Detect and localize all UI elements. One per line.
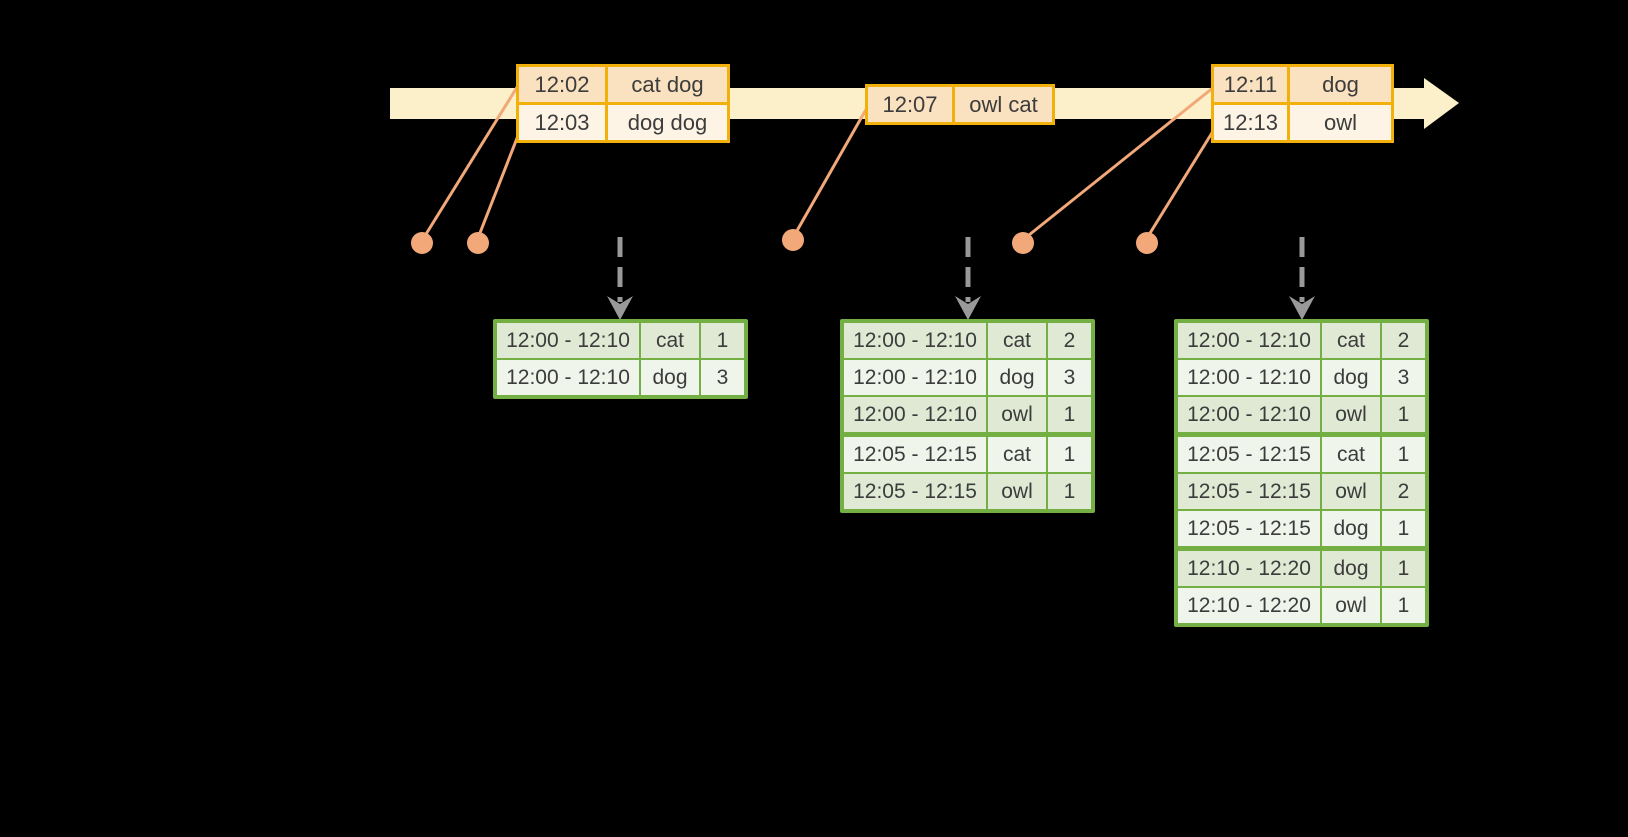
word-cell: cat: [986, 437, 1046, 472]
event-marker-dot: [467, 232, 489, 254]
word-cell: owl: [1320, 474, 1380, 509]
window-cell: 12:00 - 12:10: [497, 323, 639, 358]
window-cell: 12:00 - 12:10: [844, 360, 986, 395]
event-time-cell: 12:07: [868, 87, 952, 122]
window-cell: 12:00 - 12:10: [844, 397, 986, 432]
event-row: 12:02 cat dog: [519, 67, 727, 102]
word-cell: cat: [1320, 323, 1380, 358]
event-words-cell: owl: [1287, 105, 1391, 140]
result-row: 12:05 - 12:15 dog 1: [1178, 509, 1425, 546]
event-row: 12:11 dog: [1214, 67, 1391, 102]
count-cell: 2: [1046, 323, 1091, 358]
result-row: 12:00 - 12:10 dog 3: [844, 358, 1091, 395]
event-time-cell: 12:13: [1214, 105, 1287, 140]
window-cell: 12:05 - 12:15: [1178, 437, 1320, 472]
event-words-cell: owl cat: [952, 87, 1052, 122]
event-marker-dot: [411, 232, 433, 254]
word-cell: owl: [1320, 397, 1380, 432]
event-words-cell: dog dog: [605, 105, 727, 140]
result-row: 12:05 - 12:15 owl 1: [844, 472, 1091, 509]
window-cell: 12:05 - 12:15: [844, 437, 986, 472]
window-cell: 12:05 - 12:15: [1178, 511, 1320, 546]
result-row: 12:05 - 12:15 cat 1: [1178, 432, 1425, 472]
result-row: 12:00 - 12:10 cat 1: [497, 323, 744, 358]
window-cell: 12:05 - 12:15: [844, 474, 986, 509]
event-box-3: 12:11 dog 12:13 owl: [1211, 64, 1394, 143]
event-marker-dot: [1012, 232, 1034, 254]
window-cell: 12:10 - 12:20: [1178, 551, 1320, 586]
count-cell: 3: [1046, 360, 1091, 395]
event-connector-line: [476, 127, 523, 239]
result-row: 12:00 - 12:10 cat 2: [1178, 323, 1425, 358]
count-cell: 3: [699, 360, 744, 395]
window-cell: 12:05 - 12:15: [1178, 474, 1320, 509]
word-cell: cat: [1320, 437, 1380, 472]
result-table-2: 12:00 - 12:10 cat 2 12:00 - 12:10 dog 3 …: [840, 319, 1095, 513]
event-connector-line: [792, 105, 870, 237]
result-row: 12:00 - 12:10 dog 3: [497, 358, 744, 395]
count-cell: 1: [1380, 551, 1425, 586]
event-connector-line: [1145, 127, 1217, 239]
event-row: 12:13 owl: [1214, 102, 1391, 140]
event-marker-dot: [1136, 232, 1158, 254]
result-row: 12:05 - 12:15 owl 2: [1178, 472, 1425, 509]
result-table-3: 12:00 - 12:10 cat 2 12:00 - 12:10 dog 3 …: [1174, 319, 1429, 627]
count-cell: 2: [1380, 323, 1425, 358]
word-cell: dog: [1320, 511, 1380, 546]
word-cell: dog: [1320, 360, 1380, 395]
timeline-arrowhead-icon: [1424, 78, 1459, 129]
result-row: 12:00 - 12:10 dog 3: [1178, 358, 1425, 395]
count-cell: 1: [1380, 511, 1425, 546]
event-connector-line: [1023, 85, 1215, 241]
window-cell: 12:00 - 12:10: [1178, 323, 1320, 358]
event-box-1: 12:02 cat dog 12:03 dog dog: [516, 64, 730, 143]
count-cell: 1: [1380, 437, 1425, 472]
count-cell: 1: [1046, 397, 1091, 432]
trigger-arrowhead-icon: [607, 296, 633, 320]
count-cell: 1: [1046, 437, 1091, 472]
result-row: 12:10 - 12:20 dog 1: [1178, 546, 1425, 586]
word-cell: owl: [986, 397, 1046, 432]
event-time-cell: 12:02: [519, 67, 605, 102]
window-cell: 12:10 - 12:20: [1178, 588, 1320, 623]
count-cell: 1: [1380, 588, 1425, 623]
count-cell: 2: [1380, 474, 1425, 509]
event-time-cell: 12:03: [519, 105, 605, 140]
trigger-arrowhead-icon: [1289, 296, 1315, 320]
word-cell: cat: [639, 323, 699, 358]
word-cell: cat: [986, 323, 1046, 358]
result-row: 12:00 - 12:10 owl 1: [844, 395, 1091, 432]
word-cell: dog: [986, 360, 1046, 395]
count-cell: 1: [1046, 474, 1091, 509]
event-words-cell: dog: [1287, 67, 1391, 102]
word-cell: dog: [639, 360, 699, 395]
result-row: 12:10 - 12:20 owl 1: [1178, 586, 1425, 623]
result-row: 12:05 - 12:15 cat 1: [844, 432, 1091, 472]
result-table-1: 12:00 - 12:10 cat 1 12:00 - 12:10 dog 3: [493, 319, 748, 399]
event-row: 12:03 dog dog: [519, 102, 727, 140]
result-row: 12:00 - 12:10 cat 2: [844, 323, 1091, 358]
count-cell: 3: [1380, 360, 1425, 395]
window-cell: 12:00 - 12:10: [1178, 397, 1320, 432]
window-cell: 12:00 - 12:10: [497, 360, 639, 395]
window-cell: 12:00 - 12:10: [1178, 360, 1320, 395]
word-cell: owl: [986, 474, 1046, 509]
event-time-cell: 12:11: [1214, 67, 1287, 102]
result-row: 12:00 - 12:10 owl 1: [1178, 395, 1425, 432]
event-words-cell: cat dog: [605, 67, 727, 102]
trigger-arrowhead-icon: [955, 296, 981, 320]
event-marker-dot: [782, 229, 804, 251]
event-connector-line: [421, 83, 521, 240]
word-cell: owl: [1320, 588, 1380, 623]
count-cell: 1: [699, 323, 744, 358]
word-cell: dog: [1320, 551, 1380, 586]
event-box-2: 12:07 owl cat: [865, 84, 1055, 125]
count-cell: 1: [1380, 397, 1425, 432]
window-cell: 12:00 - 12:10: [844, 323, 986, 358]
event-row: 12:07 owl cat: [868, 87, 1052, 122]
